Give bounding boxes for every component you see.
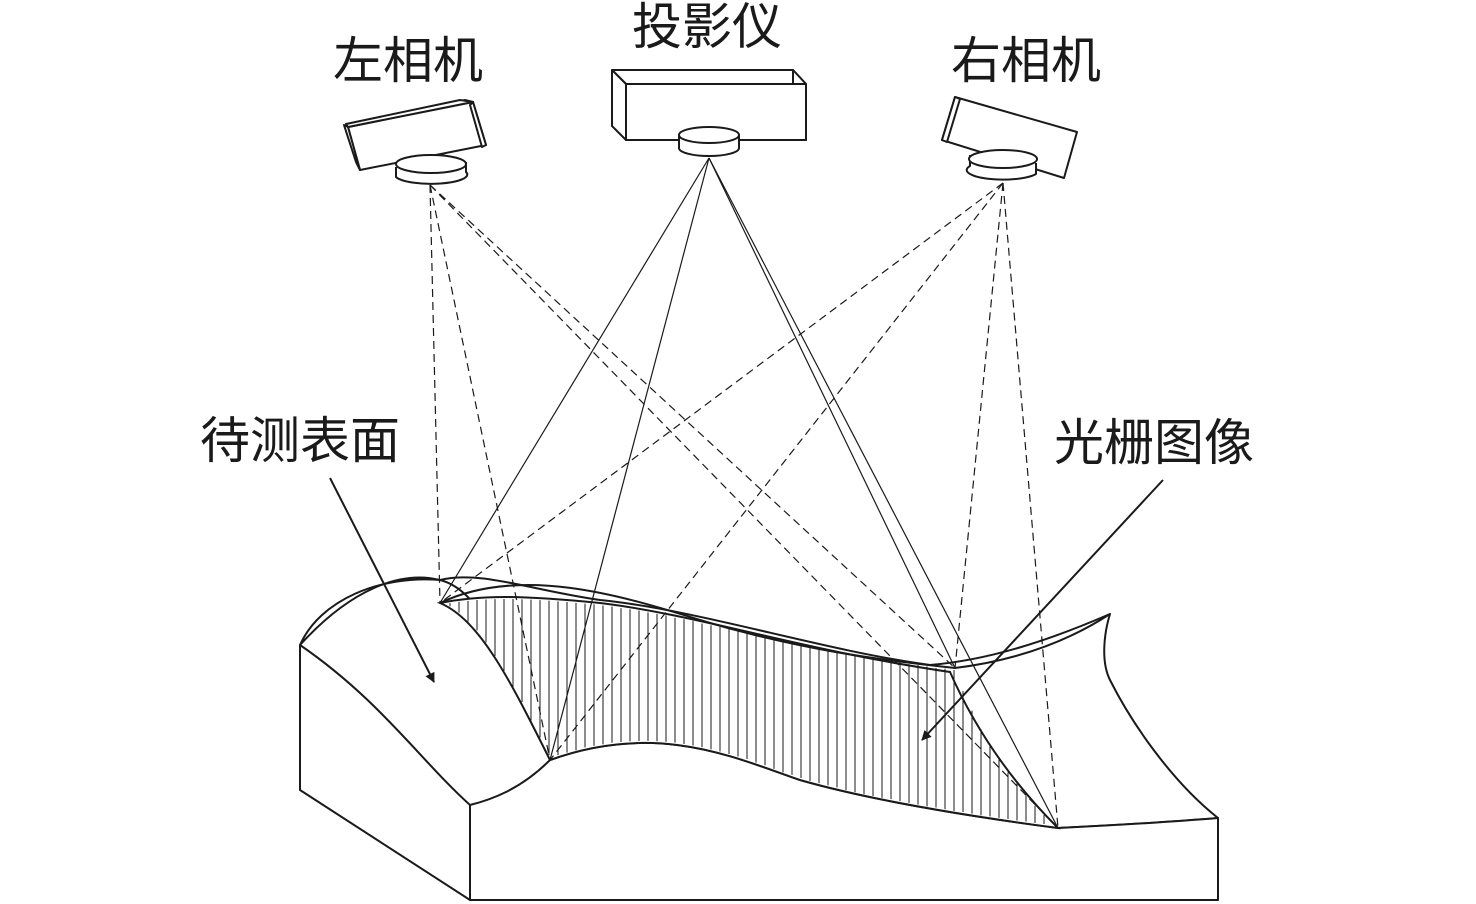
grating-label: 光栅图像 xyxy=(1054,414,1254,472)
projector-ray xyxy=(708,157,1059,829)
projector xyxy=(611,69,807,157)
left-camera xyxy=(343,99,487,185)
right-camera-label: 右相机 xyxy=(951,32,1101,90)
surface-arrow xyxy=(329,477,435,683)
trough-rim xyxy=(439,583,1111,670)
right-camera-ray xyxy=(1002,182,1059,829)
left-camera-label: 左相机 xyxy=(333,32,483,90)
right-camera-ray xyxy=(549,182,1004,761)
left-camera-ray xyxy=(429,184,1059,829)
left-camera-ray xyxy=(429,184,441,604)
projector-lens xyxy=(678,126,740,157)
left-camera-ray xyxy=(429,184,551,761)
grating-arrow xyxy=(921,479,1164,741)
surface-label: 待测表面 xyxy=(200,412,400,470)
light-rays xyxy=(429,157,1059,829)
right-camera-lens xyxy=(965,149,1038,181)
projector-ray xyxy=(708,157,956,669)
callout-arrows xyxy=(329,477,1164,741)
right-camera-ray xyxy=(954,182,1004,669)
right-camera-ray xyxy=(439,182,1004,604)
grating-band xyxy=(436,583,1111,830)
projector-label: 投影仪 xyxy=(632,0,782,56)
grating-stripes xyxy=(449,599,1045,825)
right-camera xyxy=(941,96,1078,181)
projector-ray xyxy=(549,157,710,761)
projector-ray xyxy=(439,157,710,604)
left-camera-ray xyxy=(429,184,956,669)
left-camera-lens xyxy=(395,154,469,185)
